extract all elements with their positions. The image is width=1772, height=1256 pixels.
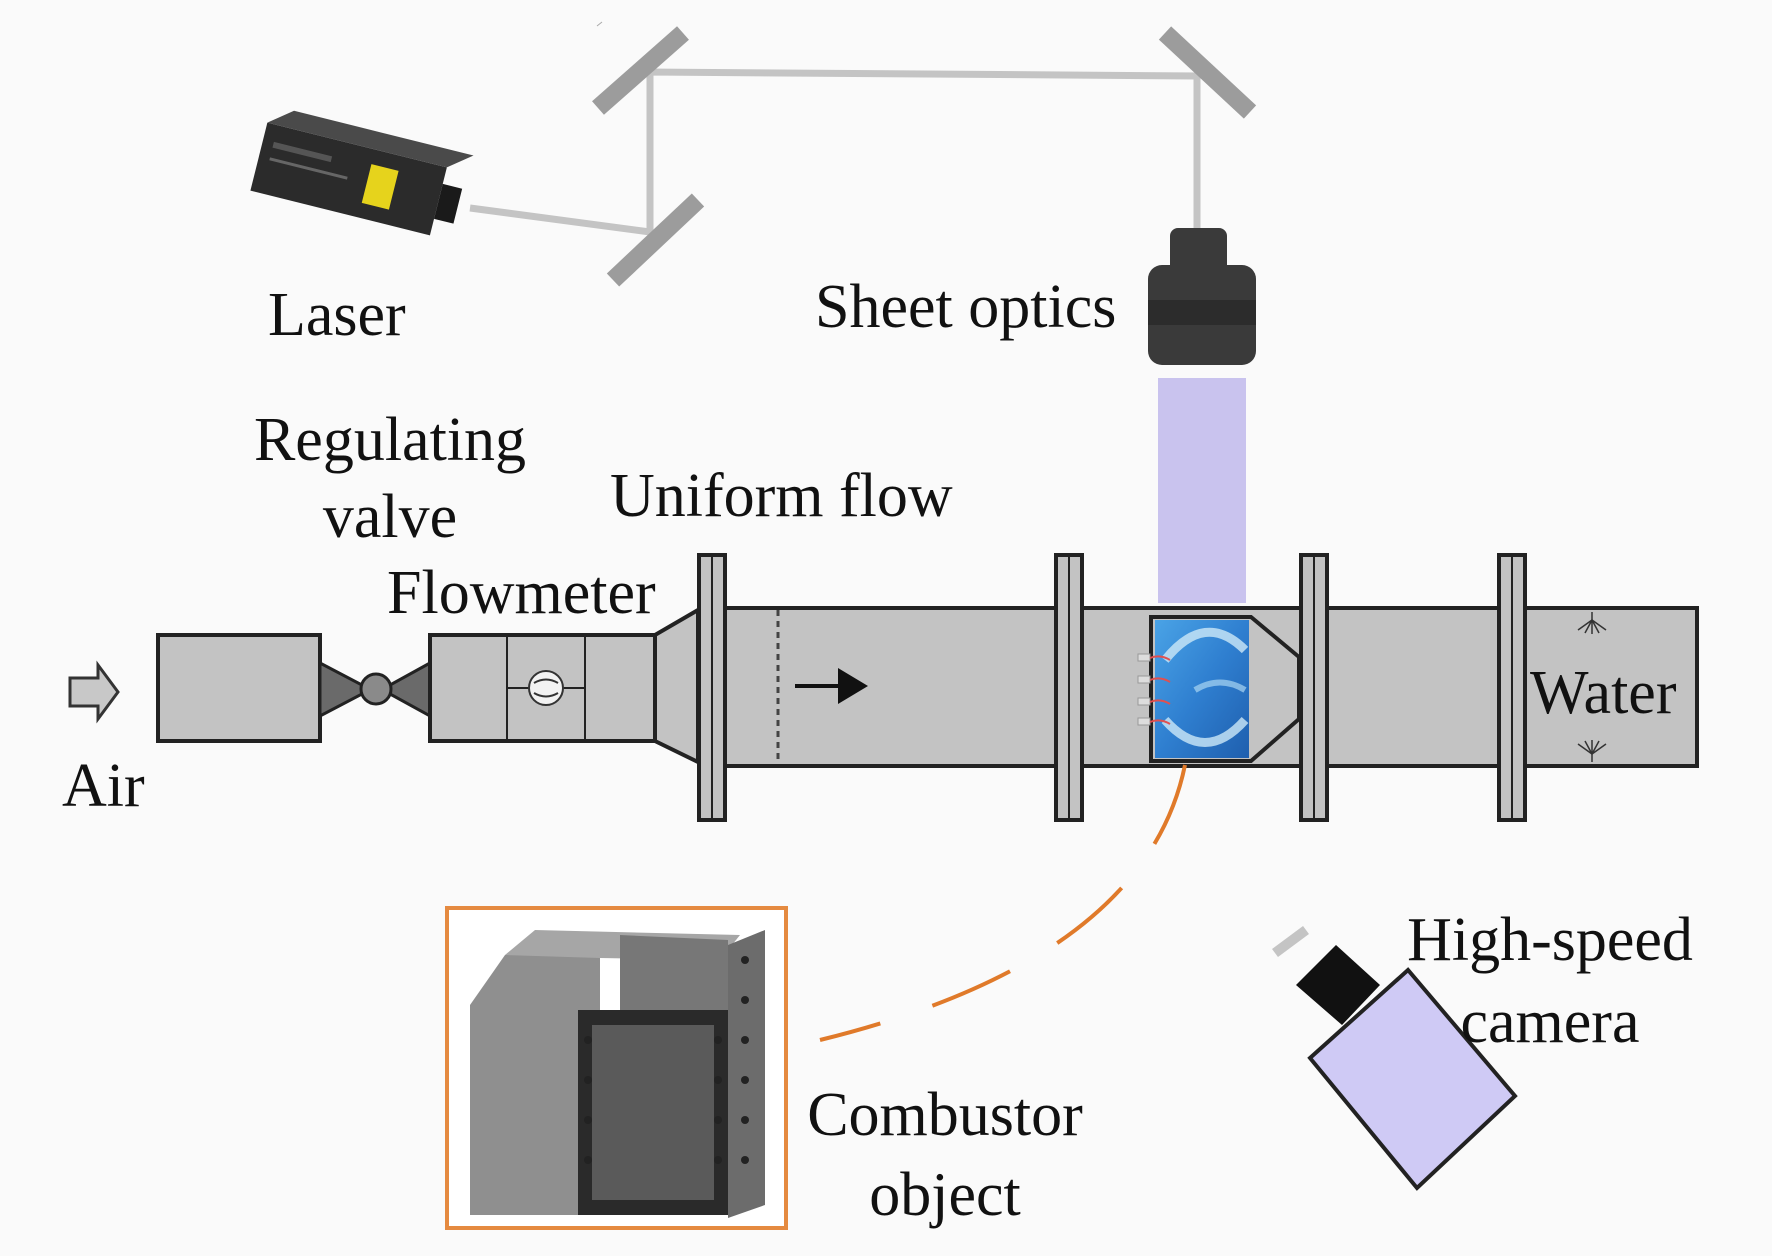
laser-sheet [1158,378,1246,603]
mirror-icon [606,193,705,287]
fuel-injector [1137,653,1171,726]
label-combustor-object-2: object [869,1161,1021,1229]
flowmeter-gauge-icon [428,633,657,743]
flange [1497,553,1527,822]
leader-line [819,764,1187,1042]
label-sheet-optics: Sheet optics [815,273,1116,341]
arrow-right-icon [795,668,868,704]
label-uniform-flow: Uniform flow [610,462,953,530]
label-regulating-valve-2: valve [323,483,457,551]
laser-head-icon [250,110,474,236]
flange [697,553,727,822]
mirror-icon [592,21,689,115]
cylindrical-lens-icon [1148,228,1256,365]
label-water: Water [1530,659,1677,727]
diffuser [653,606,700,766]
flange [1054,553,1084,822]
label-high-speed-camera-2: camera [1461,988,1640,1056]
flange [1299,553,1329,822]
spray-nozzle-icon [1577,740,1607,762]
camera-icon [1272,925,1518,1191]
laser-beam-path [469,68,1201,240]
label-laser: Laser [268,281,406,349]
label-air: Air [62,752,145,820]
combustor-test-section [1137,615,1301,763]
label-high-speed-camera-1: High-speed [1407,906,1693,974]
label-flowmeter: Flowmeter [387,559,656,627]
spray-nozzle-icon [1577,612,1607,634]
combustor-photo [445,906,788,1230]
label-regulating-valve-1: Regulating [254,406,526,474]
air-plenum [156,633,322,743]
hollow-arrow-icon [68,660,120,724]
mirror-icon [1158,26,1257,119]
label-combustor-object-1: Combustor [807,1081,1083,1149]
butterfly-valve-icon [318,660,432,719]
